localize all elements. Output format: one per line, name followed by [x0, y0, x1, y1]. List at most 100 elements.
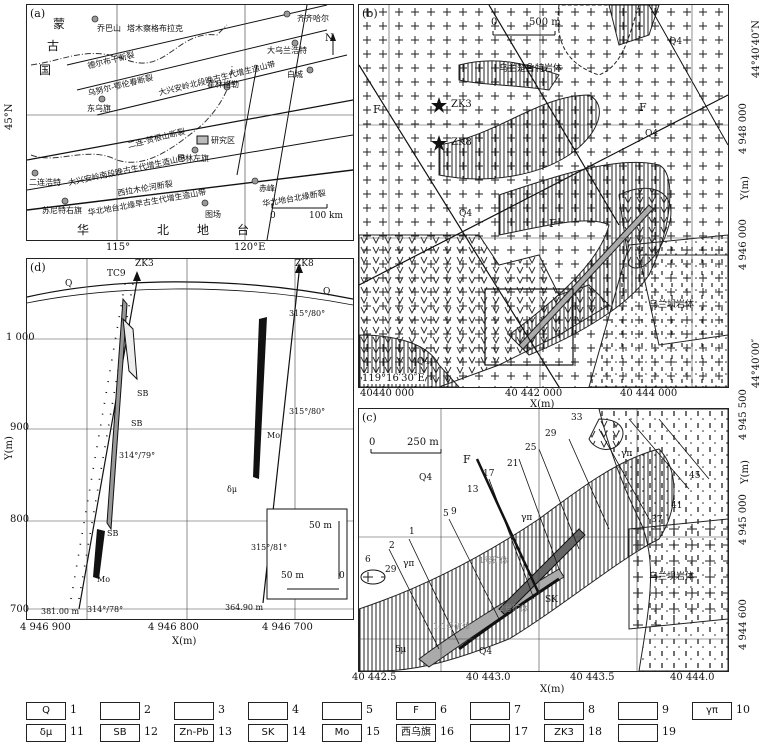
lon-label: 120°E: [234, 242, 266, 253]
x-axis-label: X(m): [530, 399, 555, 410]
place-label: 蒙: [53, 17, 66, 31]
legend-swatch: F: [396, 702, 436, 720]
place-label: 华: [77, 223, 90, 237]
vein-number: 9: [451, 507, 457, 517]
vein-number: 45: [689, 471, 701, 481]
legend-swatch: δμ: [26, 724, 66, 742]
lat-label: 45°N: [4, 103, 15, 130]
borehole-star: [431, 97, 447, 113]
legend-swatch: [100, 702, 140, 720]
mo-orebody: [93, 529, 105, 579]
ore-label: SB: [107, 529, 119, 538]
city-dot: [251, 177, 259, 185]
inset-scale-label: 0: [339, 571, 345, 581]
orebody-label: SK: [545, 595, 558, 605]
sb-orebody: [106, 297, 128, 531]
panel-label: (c): [362, 411, 377, 424]
place-label: 塔木察格布拉克: [127, 24, 183, 33]
legend-number: 10: [736, 703, 750, 716]
vein-number: 21: [507, 459, 519, 469]
sb-orebody: [122, 317, 138, 381]
fault: [475, 458, 541, 595]
y-tick: 4 945 000: [738, 494, 749, 545]
fault-line: [266, 5, 308, 240]
legend-number: 2: [144, 703, 151, 716]
unit-label: γπ: [403, 559, 415, 569]
y-tick: 1 000: [6, 332, 35, 343]
lon-label: 115°: [106, 242, 131, 253]
unit-label: Q4: [645, 129, 659, 139]
panel-d-section-svg: [27, 259, 353, 619]
unit-label: γπ: [621, 449, 633, 459]
legend-number: 3: [218, 703, 225, 716]
ore-label: Mo: [97, 575, 111, 584]
place-label: 二连浩特: [29, 178, 61, 187]
fault-line: [27, 99, 353, 161]
ground-surface: [27, 281, 353, 300]
scale-label: 0: [270, 211, 276, 221]
fault-line: [96, 54, 348, 116]
scale-label: 100 km: [309, 211, 344, 221]
drill-label: ZK8: [295, 259, 314, 269]
legend-swatch: [322, 702, 362, 720]
hatched-unit: [608, 5, 660, 46]
legend-number: 8: [588, 703, 595, 716]
legend-swatch: ZK3: [544, 724, 584, 742]
depth-label: 381.00 m: [41, 607, 80, 616]
y-tick: 700: [10, 604, 30, 615]
vein-number: 41: [671, 501, 683, 511]
legend-number: 16: [440, 725, 454, 738]
place-label: 古: [47, 39, 60, 53]
x-tick: 4 946 900: [20, 622, 71, 633]
place-label: 大乌兰浩特: [267, 46, 307, 55]
x-axis-label: X(m): [172, 636, 197, 647]
place-label: 白城: [287, 70, 303, 79]
legend-swatch: [618, 724, 658, 742]
y-axis-label: Y(m): [4, 436, 15, 460]
panel-label: (b): [362, 7, 378, 20]
y-tick: 4 948 000: [738, 103, 749, 154]
panel-b-geologic-map: (b) 0 500 m Q4 F Q4 F Q4 F Q4 乌兰楚鲁特岩体 乌兰…: [358, 4, 729, 388]
place-label: 图场: [205, 210, 221, 219]
panel-label: (a): [30, 7, 46, 20]
orebody-label: 2号矿体: [499, 604, 529, 613]
hatched-unit: [438, 94, 600, 180]
small-intrusion: [360, 569, 386, 585]
vein-number: 17: [483, 469, 495, 479]
y-tick: 4 946 000: [738, 219, 749, 270]
legend-swatch: [470, 724, 510, 742]
unit-label: Q4: [419, 473, 433, 483]
fault-line: [76, 29, 328, 91]
national-border-2: [30, 64, 233, 163]
mo-orebody: [458, 577, 560, 651]
hatched-unit: [458, 60, 560, 91]
legend-number: 12: [144, 725, 158, 738]
legend-swatch: SB: [100, 724, 140, 742]
city-dot: [306, 66, 314, 74]
city-dot: [191, 146, 199, 154]
legend-number: 9: [662, 703, 669, 716]
x-tick: 4 946 700: [262, 622, 313, 633]
place-label: 北: [157, 223, 170, 237]
q4-cover: [557, 5, 640, 76]
unit-label: Q4: [669, 37, 683, 47]
city-dot: [201, 199, 209, 207]
x-tick: 40440 000: [360, 388, 415, 399]
ore-label: Mo: [267, 431, 281, 440]
borehole-star: [431, 135, 447, 151]
y-tick: 4 945 500: [738, 389, 749, 440]
north-arrow-head: [330, 33, 336, 41]
legend-number: 6: [440, 703, 447, 716]
legend-number: 13: [218, 725, 232, 738]
x-axis-label: X(m): [540, 684, 565, 695]
coord-label: 44°40′40″N: [751, 20, 762, 78]
vein-number: 1: [409, 527, 415, 537]
legend-swatch: SK: [248, 724, 288, 742]
fault-line: [27, 169, 353, 211]
fault: [648, 5, 728, 146]
x-tick: 4 946 800: [148, 622, 199, 633]
hatched-unit: [359, 448, 675, 671]
city-dot: [31, 169, 39, 177]
legend-swatch: [618, 702, 658, 720]
unit-label: Q4: [479, 647, 493, 657]
